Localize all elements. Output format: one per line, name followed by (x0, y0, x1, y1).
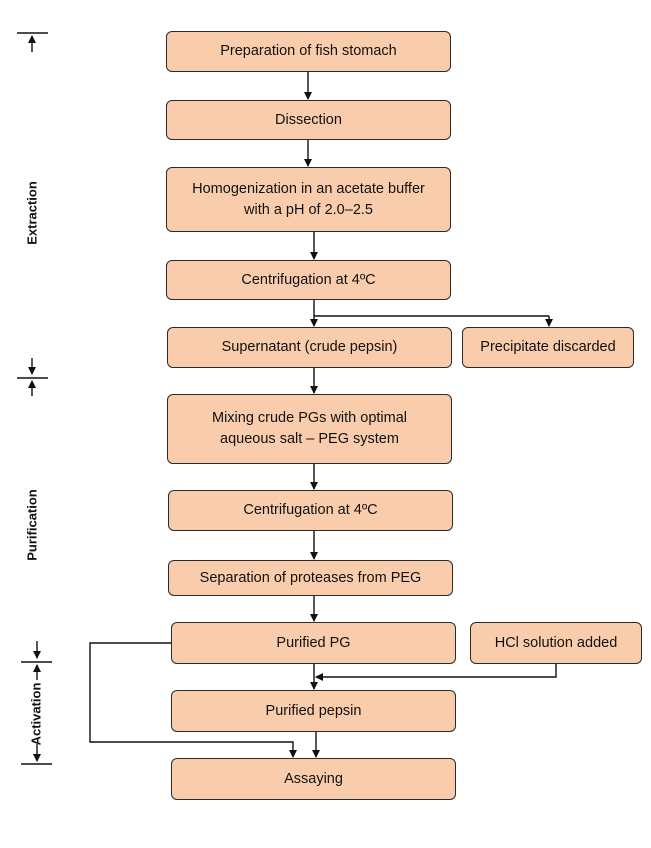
step-assaying: Assaying (171, 758, 456, 800)
step-precipitate-label: Precipitate discarded (480, 339, 616, 355)
step-centrifugation-1-label: Centrifugation at 4ºC (241, 271, 376, 288)
step-centrifugation-2: Centrifugation at 4ºC (168, 490, 453, 531)
step-centrifugation-1: Centrifugation at 4ºC (166, 260, 451, 300)
stage-label-purification: Purification (24, 489, 40, 561)
step-preparation: Preparation of fish stomach (166, 31, 451, 72)
step-preparation-label: Preparation of fish stomach (220, 43, 397, 59)
stage-label-extraction: Extraction (24, 181, 40, 245)
step-separation-label: Separation of proteases from PEG (199, 569, 422, 586)
step-mixing-line1: Mixing crude PGs with optimal (211, 410, 407, 426)
step-homogenization: Homogenization in an acetate buffer with… (166, 167, 451, 232)
step-hcl: HCl solution added (470, 622, 642, 664)
arrow-bypass-to-assaying (89, 642, 297, 758)
step-assaying-label: Assaying (284, 770, 343, 787)
step-supernatant: Supernatant (crude pepsin) (167, 327, 452, 368)
step-purified-pepsin-label: Purified pepsin (265, 702, 362, 719)
step-hcl-label: HCl solution added (494, 634, 618, 651)
step-supernatant-label: Supernatant (crude pepsin) (221, 339, 398, 355)
step-separation: Separation of proteases from PEG (168, 560, 453, 596)
step-purified-pepsin: Purified pepsin (171, 690, 456, 732)
arrow-hcl-feed (315, 664, 557, 681)
step-homogenization-line1: Homogenization in an acetate buffer (192, 180, 425, 197)
step-centrifugation-2-label: Centrifugation at 4ºC (243, 502, 378, 518)
step-precipitate: Precipitate discarded (462, 327, 634, 368)
step-dissection: Dissection (166, 100, 451, 140)
step-mixing-line2: aqueous salt – PEG system (220, 431, 399, 447)
step-mixing: Mixing crude PGs with optimal aqueous sa… (167, 394, 452, 464)
step-homogenization-line2: with a pH of 2.0–2.5 (244, 201, 373, 218)
step-purified-pg: Purified PG (171, 622, 456, 664)
step-dissection-label: Dissection (275, 111, 342, 128)
step-purified-pg-label: Purified PG (276, 634, 351, 651)
stage-label-activation: Activation (28, 682, 44, 746)
